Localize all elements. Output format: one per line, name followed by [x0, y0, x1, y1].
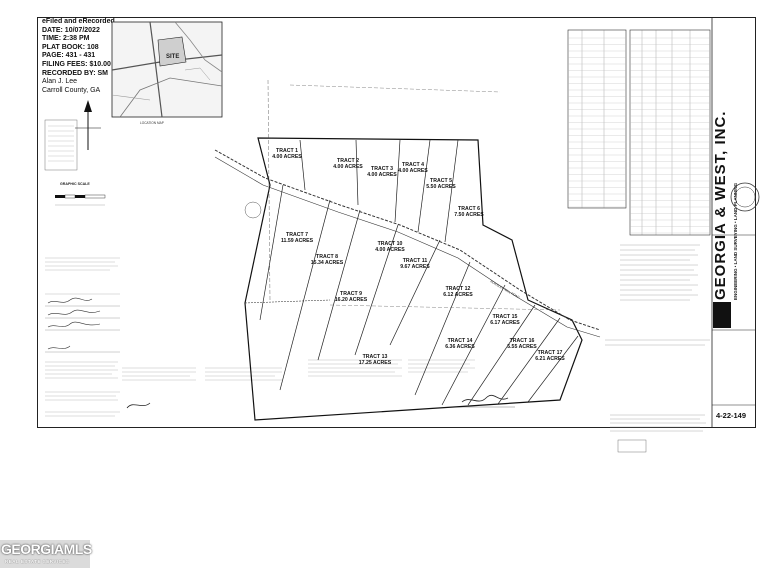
vicinity-map: SITE LOCATION MAP: [111, 21, 223, 125]
surveyor-note-block: [610, 414, 706, 453]
recording-fees: FILING FEES: $10.00: [42, 60, 111, 68]
recording-signer: Alan J. Lee: [42, 78, 78, 86]
tract-12-name: TRACT 12: [446, 286, 471, 292]
tract-6-acres: 7.50 ACRES: [454, 212, 484, 218]
parcel-line-table: [567, 29, 627, 209]
curve-table: [629, 29, 711, 236]
tract-16-name: TRACT 16: [510, 338, 535, 344]
tract-8-name: TRACT 8: [316, 254, 338, 260]
drawing-border: [37, 17, 756, 428]
site-label: SITE: [166, 54, 179, 60]
table-rows: [568, 37, 710, 234]
tract-12-acres: 6.12 ACRES: [443, 292, 473, 298]
tract-labels: TRACT 1 4.00 ACRES TRACT 2 4.00 ACRES TR…: [272, 148, 565, 366]
tract-13-acres: 17.25 ACRES: [359, 360, 392, 366]
graphic-scale: GRAPHIC SCALE: [55, 182, 106, 206]
tract-5-name: TRACT 5: [430, 178, 452, 184]
recording-date: DATE: 10/07/2022: [42, 26, 100, 34]
company-logo-icon: [713, 302, 731, 328]
tract-15-acres: 6.17 ACRES: [490, 320, 520, 326]
watermark-tagline: REAL ESTATE SERVICES: [5, 559, 70, 564]
tract-2-acres: 4.00 ACRES: [333, 164, 363, 170]
surveyor-signature: [126, 394, 515, 409]
surveyor-seal-icon: [730, 182, 760, 212]
parcel-boundary: HORSLEY MILL ROAD: [214, 79, 601, 421]
plat-number: 4-22-149: [716, 411, 747, 420]
road-label: HORSLEY MILL ROAD: [490, 279, 521, 299]
tract-11-acres: 9.67 ACRES: [400, 264, 430, 270]
company-services: ENGINEERING • LAND SURVEYING • LAND PLAN…: [733, 182, 738, 300]
notes-block: [605, 244, 710, 346]
tract-14-name: TRACT 14: [448, 338, 473, 344]
tract-8-acres: 15.34 ACRES: [311, 260, 344, 266]
company-name: GEORGIA & WEST, INC.: [712, 110, 729, 300]
tract-16-acres: 5.55 ACRES: [507, 344, 537, 350]
recording-line: eFiled and eRecorded: [42, 18, 115, 25]
tract-13-name: TRACT 13: [363, 354, 388, 360]
tract-10-acres: 4.00 ACRES: [375, 247, 405, 253]
recording-time: TIME: 2:38 PM: [42, 35, 90, 43]
north-arrow-icon: [75, 100, 101, 150]
watermark-logo: GEORGIAMLS: [1, 541, 92, 557]
watermark-backdrop: [0, 540, 90, 568]
tract-9-acres: 16.20 ACRES: [335, 297, 368, 303]
title-block: [711, 18, 756, 427]
recording-stamp: eFiled and eRecorded DATE: 10/07/2022 TI…: [42, 18, 115, 95]
tract-3-name: TRACT 3: [371, 166, 393, 172]
tract-17-acres: 6.21 ACRES: [535, 356, 565, 362]
recording-clerk: RECORDED BY: SM: [42, 69, 108, 77]
tract-4-acres: 4.00 ACRES: [398, 168, 428, 174]
tract-5-acres: 5.50 ACRES: [426, 184, 456, 190]
certificates-column: [45, 257, 120, 417]
bottom-certificates: [122, 359, 475, 381]
tract-1-name: TRACT 1: [276, 148, 298, 154]
tract-3-acres: 4.00 ACRES: [367, 172, 397, 178]
recording-plat-book: PLAT BOOK: 108: [42, 43, 99, 51]
tract-9-name: TRACT 9: [340, 291, 362, 297]
tract-1-acres: 4.00 ACRES: [272, 154, 302, 160]
tract-4-name: TRACT 4: [402, 162, 424, 168]
recording-page: PAGE: 431 - 431: [42, 52, 96, 60]
tract-6-name: TRACT 6: [458, 206, 480, 212]
tract-15-name: TRACT 15: [493, 314, 518, 320]
graphic-scale-label: GRAPHIC SCALE: [60, 182, 90, 186]
tract-10-name: TRACT 10: [378, 241, 403, 247]
tract-14-acres: 6.36 ACRES: [445, 344, 475, 350]
tract-7-name: TRACT 7: [286, 232, 308, 238]
location-map-label: LOCATION MAP: [140, 121, 164, 125]
recording-county: Carroll County, GA: [42, 86, 101, 94]
legend-block: [44, 119, 78, 171]
tract-11-name: TRACT 11: [403, 258, 428, 264]
tract-2-name: TRACT 2: [337, 158, 359, 164]
tract-7-acres: 11.59 ACRES: [281, 238, 314, 244]
tract-17-name: TRACT 17: [538, 350, 563, 356]
